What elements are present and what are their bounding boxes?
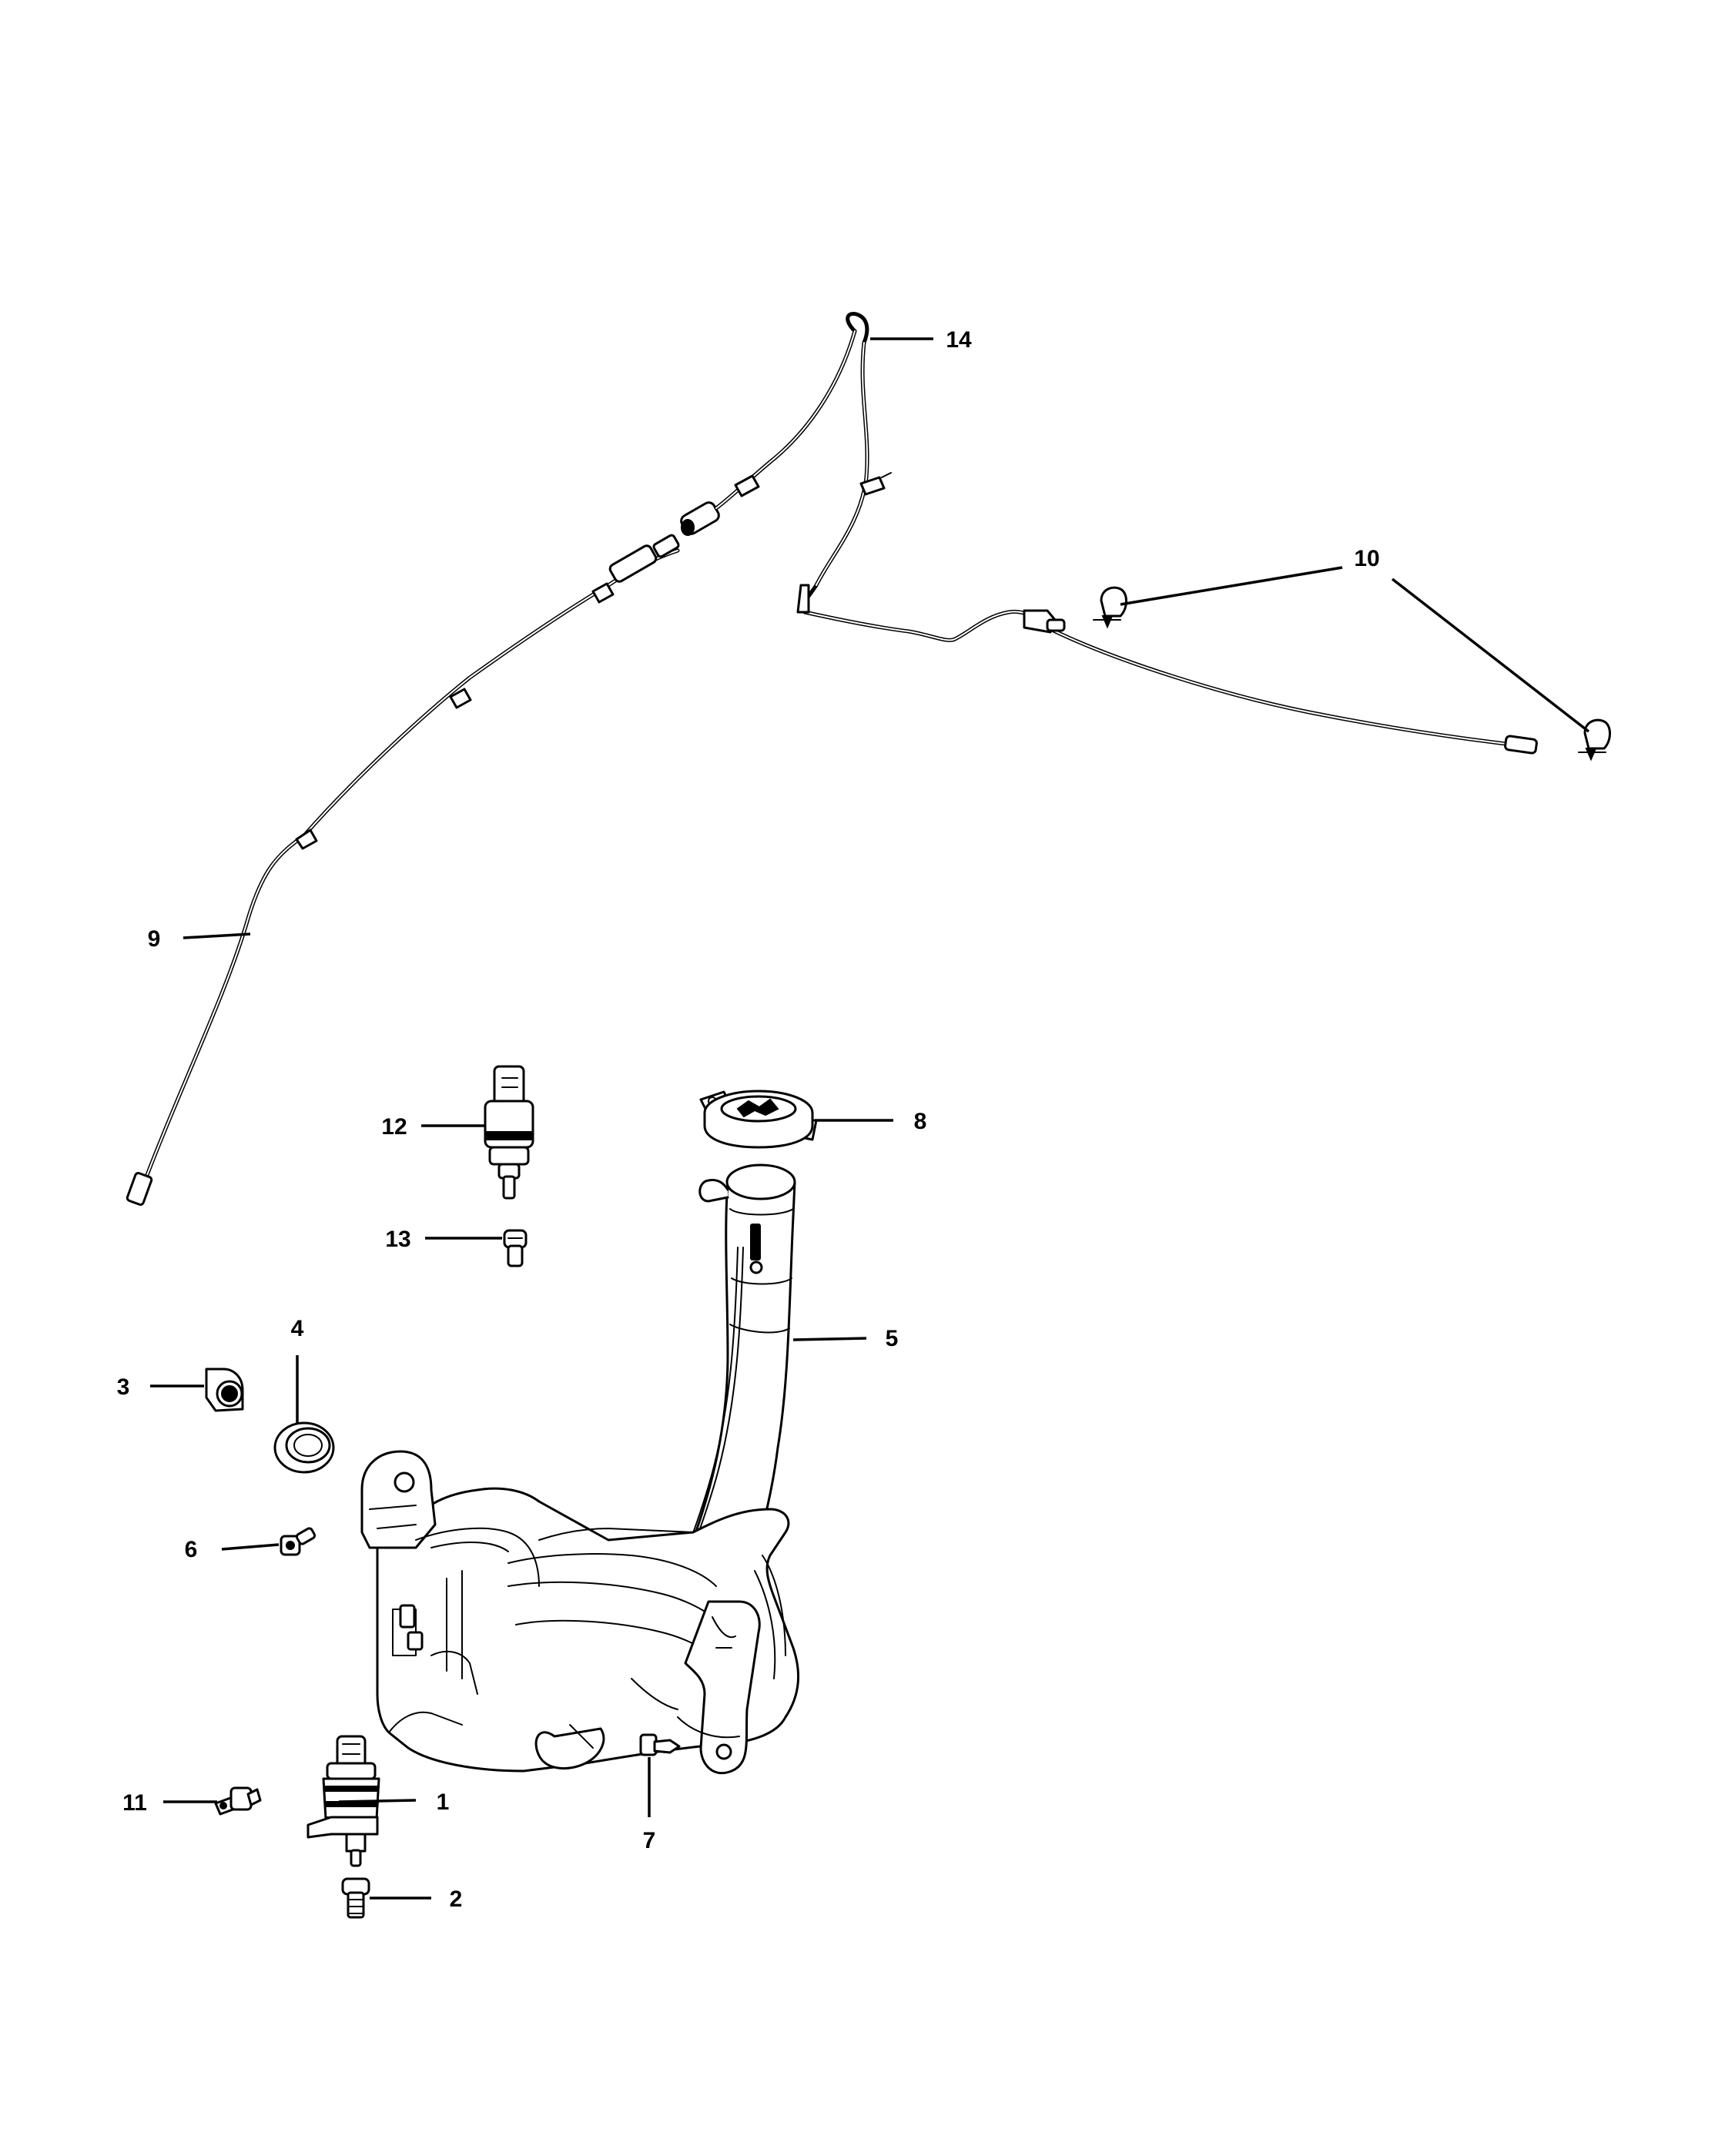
- elbow-fitting-11: [214, 1786, 262, 1816]
- leader-10b: [1391, 578, 1590, 733]
- filler-neck-5: [661, 1163, 796, 1611]
- callout-1: 1: [437, 1789, 450, 1815]
- push-pin-7: [639, 1733, 681, 1756]
- washer-pump-12: [484, 1065, 534, 1200]
- hose-assembly-9: [126, 534, 680, 1206]
- level-sensor-3: [205, 1368, 244, 1412]
- callout-6: 6: [185, 1537, 198, 1562]
- reservoir-cap-8: [699, 1090, 818, 1149]
- leader-9: [183, 932, 251, 939]
- washer-nozzle-left: [1093, 586, 1127, 629]
- pump-grommet-13: [503, 1229, 528, 1267]
- callout-10: 10: [1354, 546, 1379, 571]
- callout-11: 11: [122, 1790, 147, 1816]
- leader-6: [221, 1543, 280, 1551]
- callout-7: 7: [643, 1828, 656, 1853]
- callout-4: 4: [291, 1316, 304, 1341]
- callout-8: 8: [914, 1109, 927, 1134]
- leader-10a: [1120, 566, 1343, 606]
- washer-nozzle-right: [1578, 718, 1611, 762]
- hose-connector: [680, 501, 720, 536]
- washer-pump-1: [306, 1735, 380, 1867]
- leader-5: [792, 1337, 867, 1341]
- screw-2: [341, 1877, 370, 1919]
- callout-9: 9: [148, 926, 161, 952]
- bolt-6: [280, 1527, 317, 1556]
- callout-14: 14: [946, 327, 972, 353]
- callout-12: 12: [381, 1114, 407, 1140]
- callout-labels: 1 2 3 4 5 6 7 8 9 10 11 12 13 14: [117, 327, 1380, 1912]
- callout-3: 3: [117, 1374, 130, 1400]
- callout-2: 2: [450, 1886, 463, 1912]
- leader-1: [338, 1799, 417, 1803]
- hose-assembly-14: [714, 311, 1538, 755]
- grommet-4: [273, 1421, 335, 1474]
- leader-lines: [150, 337, 1590, 1900]
- washer-reservoir: [360, 1450, 800, 1775]
- callout-13: 13: [385, 1227, 410, 1252]
- callout-5: 5: [886, 1326, 899, 1351]
